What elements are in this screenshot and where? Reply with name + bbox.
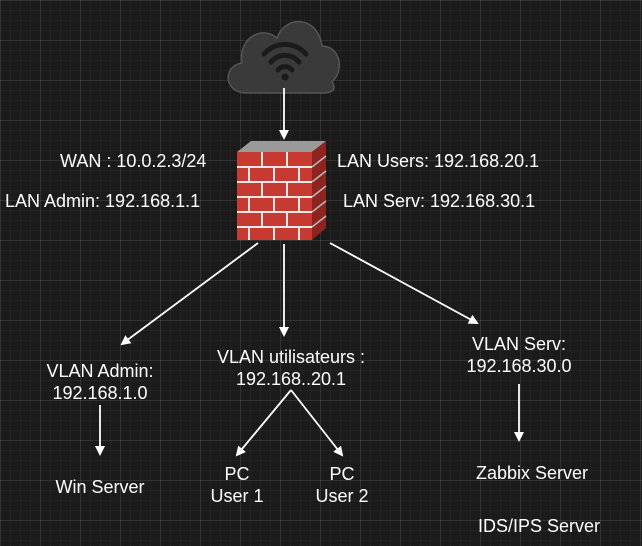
- edge-firewall-to-vlan-serv: [329, 242, 479, 324]
- pc-user2-type: PC: [329, 464, 355, 484]
- lan-serv-address-label: LAN Serv: 192.168.30.1: [343, 191, 536, 211]
- win-server-label: Win Server: [55, 477, 145, 497]
- vlan-serv-name: VLAN Serv:: [471, 334, 567, 354]
- lan-admin-address-label: LAN Admin: 192.168.1.1: [5, 191, 201, 211]
- firewall-icon: [237, 141, 327, 240]
- pc-user2-label: PC User 2: [315, 463, 368, 507]
- cloud-wifi-icon: [227, 21, 341, 94]
- pc-user1-label: PC User 1: [210, 463, 263, 507]
- edge-vlan-users-to-pc-user1: [235, 389, 292, 457]
- vlan-users-network: 192.168..20.1: [235, 369, 347, 389]
- vlan-users-label: VLAN utilisateurs : 192.168..20.1: [217, 346, 365, 390]
- edge-vlan-users-to-pc-user2: [290, 389, 344, 457]
- vlan-serv-label: VLAN Serv: 192.168.30.0: [466, 333, 571, 377]
- pc-user2-name: User 2: [315, 486, 369, 506]
- vlan-users-name: VLAN utilisateurs :: [216, 347, 366, 367]
- ids-ips-server-label: IDS/IPS Server: [477, 516, 601, 536]
- wan-address-label: WAN : 10.0.2.3/24: [60, 151, 207, 171]
- vlan-admin-label: VLAN Admin: 192.168.1.0: [46, 360, 153, 404]
- pc-user1-name: User 1: [210, 486, 264, 506]
- zabbix-server-label: Zabbix Server: [475, 463, 589, 483]
- vlan-admin-name: VLAN Admin:: [46, 361, 154, 381]
- edge-firewall-to-vlan-admin: [120, 242, 259, 346]
- vlan-serv-network: 192.168.30.0: [466, 356, 572, 376]
- pc-user1-type: PC: [224, 464, 250, 484]
- vlan-admin-network: 192.168.1.0: [52, 383, 148, 403]
- lan-users-address-label: LAN Users: 192.168.20.1: [337, 151, 540, 171]
